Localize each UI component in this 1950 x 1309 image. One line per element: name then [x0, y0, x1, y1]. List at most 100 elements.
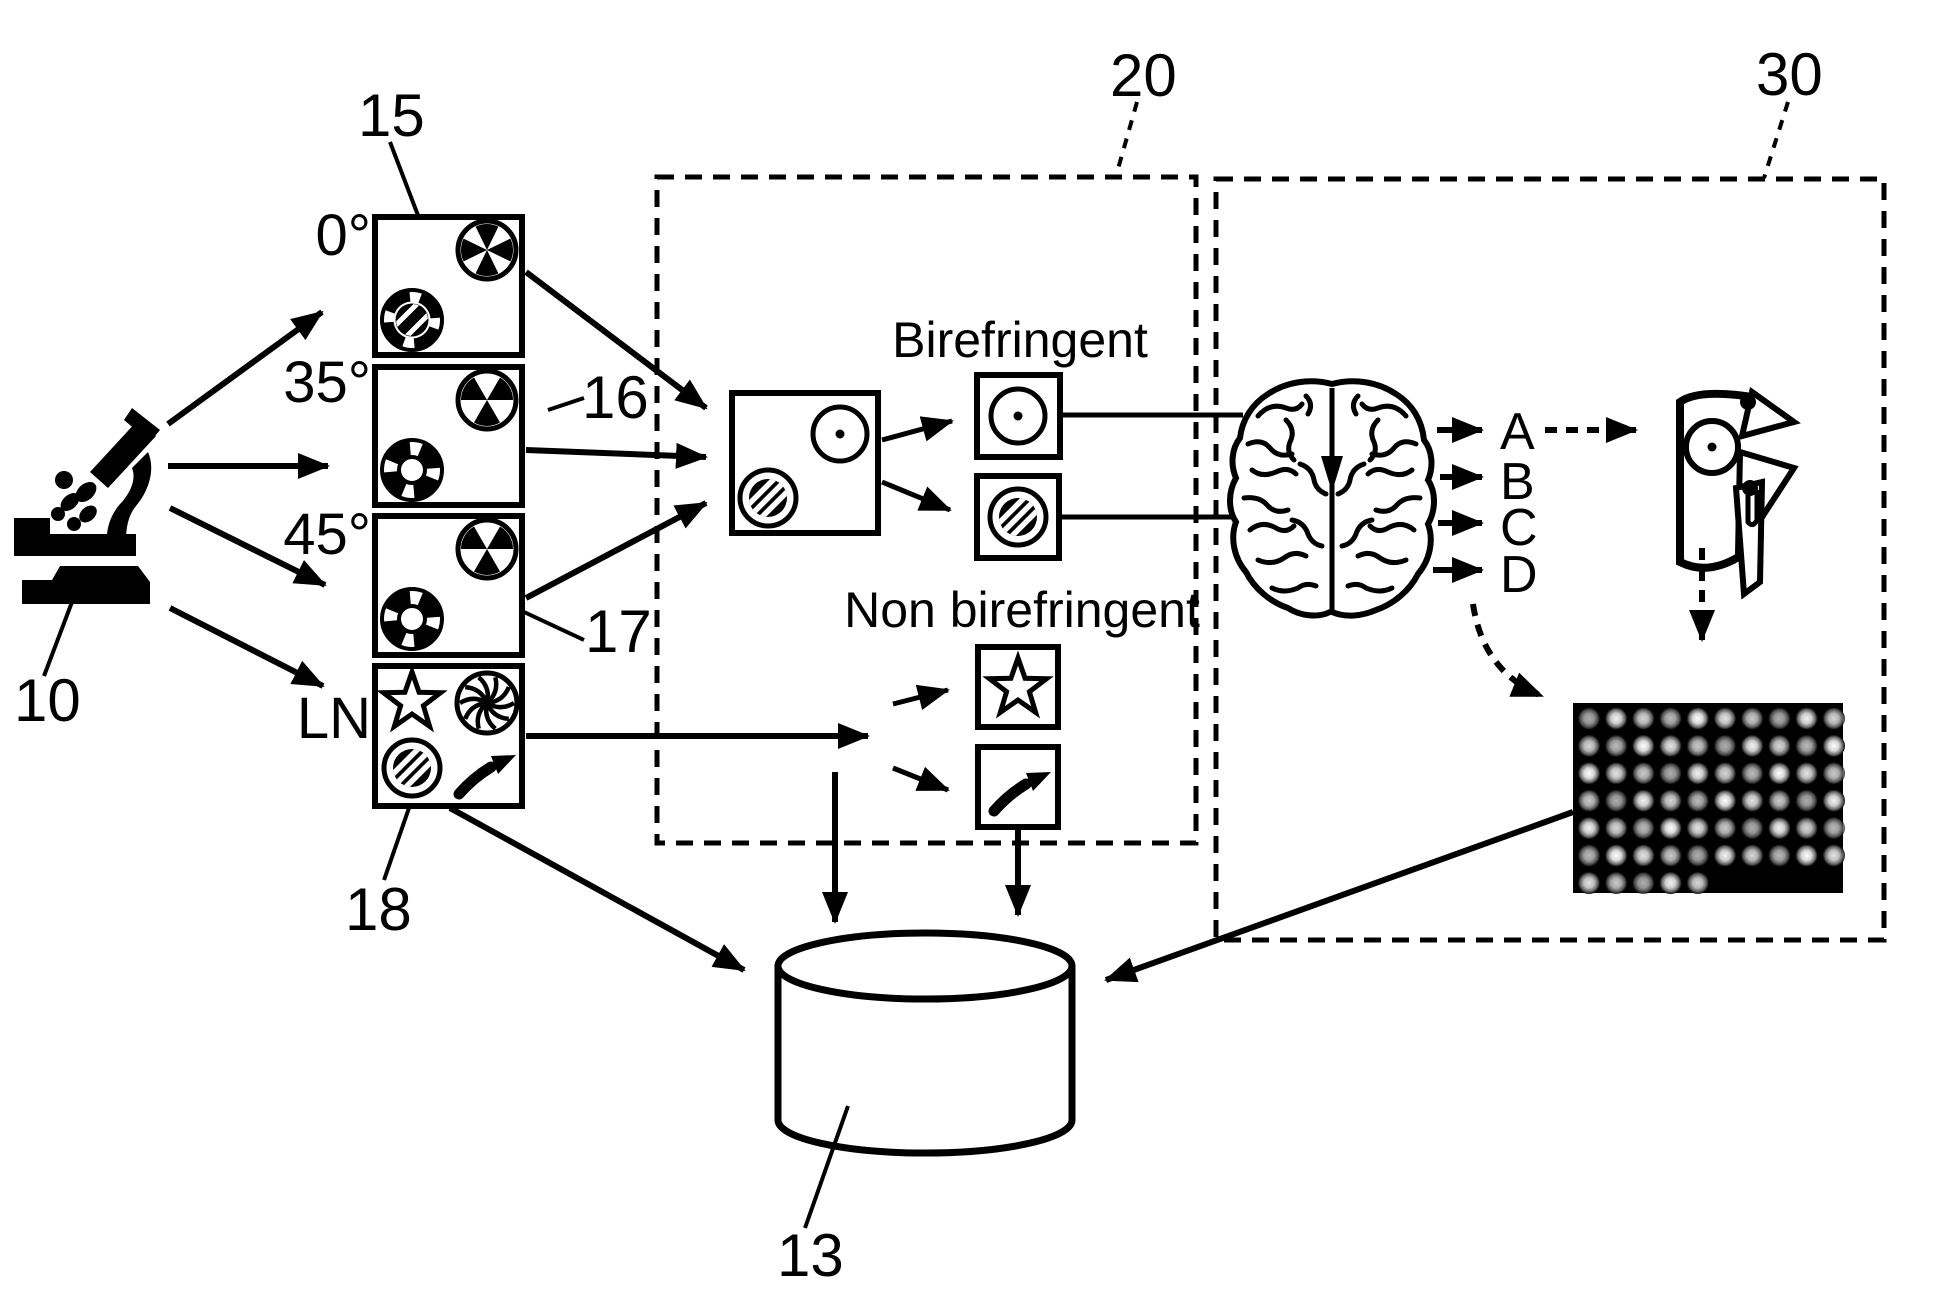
- ln-box-ref-label: 18: [345, 876, 412, 943]
- microarray-spot: [1768, 789, 1791, 812]
- microarray-spot: [1577, 734, 1601, 758]
- output-label-c: C: [1500, 499, 1538, 557]
- microarray-spot: [1659, 789, 1682, 812]
- microarray-spot: [1605, 762, 1628, 785]
- microarray-spot: [1605, 734, 1628, 758]
- microarray-spot: [1822, 707, 1846, 730]
- life-ring-icon: [382, 440, 442, 500]
- d-to-microarray-dashed-arrow: [1470, 603, 1544, 699]
- arrow-to-star-box: [892, 684, 950, 710]
- database-leader: [803, 1105, 850, 1229]
- microarray-spot: [1632, 762, 1655, 785]
- microarray-spot: [1632, 734, 1655, 758]
- non-birefringent-box-1: [975, 644, 1061, 730]
- ln-label: LN: [297, 686, 371, 751]
- microarray-spot: [1822, 762, 1846, 785]
- microscope-icon: [14, 408, 160, 604]
- microarray-to-database-arrow: [1104, 809, 1575, 983]
- microscope-arrows: [166, 309, 330, 689]
- circle-dot-icon: [813, 407, 867, 461]
- microarray-spot: [1713, 844, 1737, 867]
- microarray-spot: [1713, 789, 1737, 812]
- combined-box-ref-label: 16: [582, 364, 649, 431]
- microarray-spot: [1605, 844, 1628, 867]
- microarray-spot: [1822, 789, 1846, 812]
- hatched-circle-icon: [990, 489, 1046, 545]
- sample-box-35deg: 35°: [283, 350, 525, 508]
- pinwheel-6-icon: [458, 371, 516, 429]
- stack-ref-label-17: 17: [585, 598, 652, 665]
- microarray-spot: [1768, 844, 1791, 867]
- microarray-spot: [1795, 762, 1818, 785]
- microarray-spot: [1659, 871, 1682, 895]
- microarray-spot: [1577, 707, 1601, 730]
- microarray-spot: [1659, 844, 1682, 867]
- combined-box-leader: [547, 396, 585, 412]
- region-30-leader: [1762, 101, 1790, 179]
- microarray-spot: [1686, 707, 1710, 730]
- microarray-spot: [1686, 762, 1710, 785]
- microarray-spot: [1605, 871, 1628, 895]
- pinwheel-4-icon: [458, 221, 516, 279]
- birefringent-box-2: [974, 473, 1062, 561]
- region-30-ref-label: 30: [1756, 41, 1823, 108]
- circle-dot-icon: [991, 389, 1045, 443]
- microarray-spot: [1713, 762, 1737, 785]
- turbine-icon: [457, 673, 517, 733]
- microarray-spot: [1605, 707, 1628, 730]
- microarray-spot: [1605, 789, 1628, 812]
- microarray-spot: [1659, 762, 1682, 785]
- microarray-spot: [1741, 844, 1764, 867]
- database-cylinder-icon: [774, 929, 1076, 1157]
- stack-leader-17: [523, 610, 585, 642]
- angle-label-45: 45°: [283, 502, 371, 567]
- birefringent-label: Birefringent: [892, 312, 1148, 368]
- microarray-spot: [1822, 734, 1846, 758]
- microarray-spot: [1632, 789, 1655, 812]
- microarray-spot: [1768, 707, 1791, 730]
- microarray-spot: [1795, 816, 1818, 840]
- sample-box-45deg: 45°: [283, 502, 525, 658]
- microarray-spot: [1577, 816, 1601, 840]
- filter-stack-ref-label: 15: [358, 82, 425, 149]
- microarray-spot: [1741, 707, 1764, 730]
- microarray-spot: [1741, 762, 1764, 785]
- output-label-d: D: [1500, 546, 1538, 604]
- region-20-leader: [1114, 101, 1139, 177]
- microarray-spot: [1577, 789, 1601, 812]
- combined-sample-box: [729, 390, 881, 536]
- microarray-spot: [1632, 871, 1655, 895]
- microarray-spot: [1768, 734, 1791, 758]
- filter-stack-leader: [388, 141, 421, 219]
- non-birefringent-box-2: [975, 744, 1061, 830]
- microarray-spot: [1686, 789, 1710, 812]
- caliper-gauge-icon: [1676, 386, 1801, 600]
- output-label-a: A: [1500, 403, 1535, 461]
- microarray-spot: [1768, 816, 1791, 840]
- microarray-spot: [1659, 734, 1682, 758]
- life-ring-icon: [382, 589, 442, 649]
- microarray-spot: [1822, 844, 1846, 867]
- stack-to-combined-arrows: [524, 269, 708, 601]
- microarray-spot: [1713, 734, 1737, 758]
- brain-icon: [1227, 378, 1437, 619]
- arrow-to-birefringent-1: [881, 416, 954, 443]
- microarray-spot: [1741, 734, 1764, 758]
- microarray-spot: [1632, 816, 1655, 840]
- database-ref-label: 13: [777, 1222, 844, 1289]
- microarray-spot: [1686, 844, 1710, 867]
- microarray-spot: [1605, 816, 1628, 840]
- region-30-dashed-box: [1213, 176, 1887, 943]
- angle-label-35: 35°: [283, 350, 371, 415]
- ln-to-database-arrow: [448, 805, 746, 973]
- microarray-spot: [1686, 816, 1710, 840]
- hatched-notched-circle-icon: [381, 289, 443, 351]
- arrow-to-boomerang-box: [892, 765, 950, 793]
- microscope-ref-label: 10: [14, 667, 81, 734]
- microarray-spot: [1659, 816, 1682, 840]
- microarray-spot: [1795, 734, 1818, 758]
- microarray-spot: [1686, 734, 1710, 758]
- microscope-leader: [42, 601, 74, 677]
- hatched-circle-icon: [740, 470, 796, 526]
